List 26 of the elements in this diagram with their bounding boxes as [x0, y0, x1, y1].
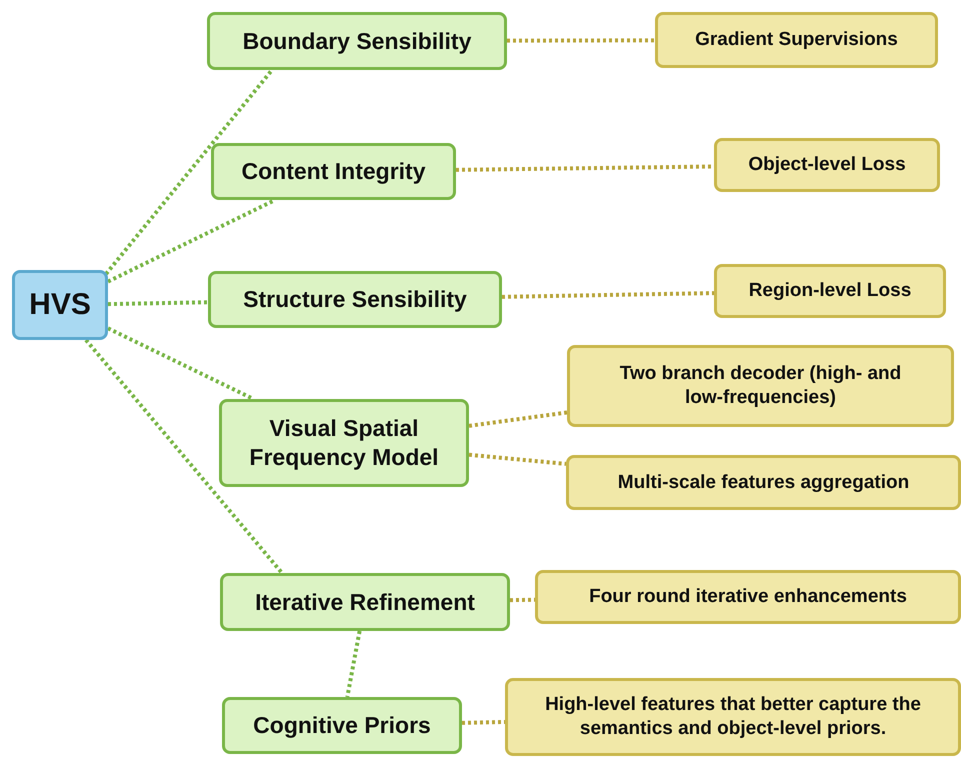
method-box: Object-level Loss — [714, 138, 940, 192]
method-box: High-level features that better capture the semantics and object-level priors. — [505, 678, 961, 756]
dotted-connector — [104, 68, 274, 276]
dotted-connector — [502, 291, 714, 299]
root-node: HVS — [12, 270, 108, 340]
topic-box: Iterative Refinement — [220, 573, 510, 631]
topic-box: Cognitive Priors — [222, 697, 462, 754]
dotted-connector — [468, 410, 568, 428]
topic-box: Content Integrity — [211, 143, 456, 200]
dotted-connector — [107, 198, 276, 284]
method-box: Multi-scale features aggregation — [566, 455, 961, 510]
topic-box: Visual Spatial Frequency Model — [219, 399, 469, 487]
topic-box: Structure Sensibility — [208, 271, 502, 328]
dotted-connector — [468, 452, 566, 466]
dotted-connector — [107, 326, 254, 401]
method-box: Four round iterative enhancements — [535, 570, 961, 624]
dotted-connector — [84, 338, 284, 574]
method-box: Region-level Loss — [714, 264, 946, 318]
dotted-connector — [345, 630, 362, 698]
method-box: Gradient Supervisions — [655, 12, 938, 68]
dotted-connector — [510, 598, 536, 602]
topic-box: Boundary Sensibility — [207, 12, 507, 70]
dotted-connector — [507, 38, 655, 43]
method-box: Two branch decoder (high- and low-frequencies) — [567, 345, 954, 427]
dotted-connector — [462, 720, 506, 725]
dotted-connector — [108, 300, 208, 306]
